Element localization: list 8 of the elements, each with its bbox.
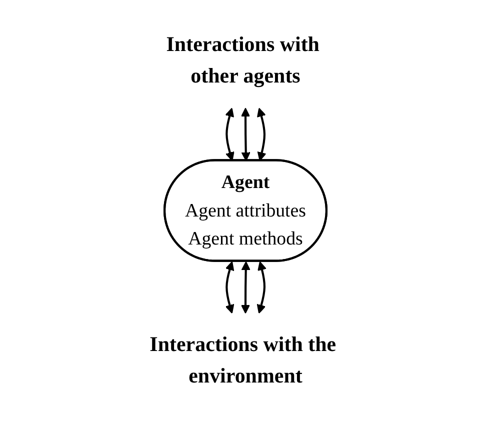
node-text: Interactions with the environment	[150, 333, 336, 388]
arrow	[225, 261, 234, 314]
arrow	[256, 108, 266, 162]
arrow	[225, 108, 234, 162]
arrow	[256, 261, 266, 314]
arrow	[240, 261, 250, 314]
node-text: Interactions with other agents	[166, 33, 320, 88]
arrow	[240, 108, 250, 162]
